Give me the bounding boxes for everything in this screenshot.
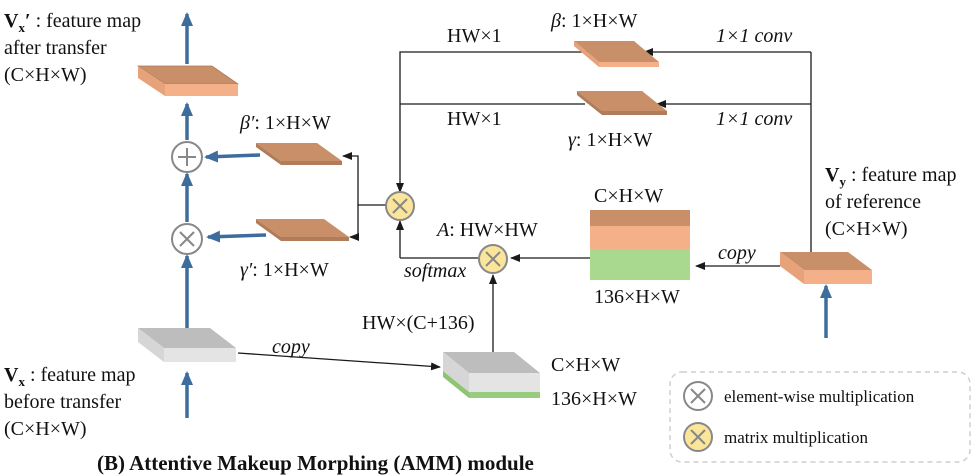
vy-label-line3: (C×H×W) [825, 218, 908, 240]
gamma-label: γ: 1×H×W [568, 129, 652, 151]
bottom-green-label: 136×H×W [551, 388, 637, 410]
vy-concat-stack [590, 210, 690, 280]
conv-top-label: 1×1 conv [716, 25, 792, 47]
gamma-map [577, 91, 667, 115]
vx-label-line3: (C×H×W) [4, 418, 87, 440]
matmul-to-beta-prime-arrow [342, 152, 386, 206]
vx-label-line2: before transfer [4, 391, 121, 413]
vy-feature-map [780, 252, 872, 284]
vx-feature-map [138, 328, 236, 362]
beta-prime-map [256, 143, 342, 165]
legend-element-wise-label: element-wise multiplication [724, 387, 915, 406]
gamma-prime-map [256, 219, 349, 241]
right-green-label: 136×H×W [594, 286, 680, 308]
element-mult-operator [171, 223, 203, 255]
vx-prime-feature-map [136, 65, 240, 96]
figure-title: (B) Attentive Makeup Morphing (AMM) modu… [97, 451, 534, 475]
hw1-top-label: HW×1 [447, 25, 502, 47]
vx-label: Vx : feature map [4, 364, 135, 389]
legend: element-wise multiplication matrix multi… [669, 371, 971, 463]
beta-label: β: 1×H×W [550, 10, 638, 32]
right-chw-label: C×H×W [594, 185, 663, 207]
vx-prime-label-line2: after transfer [4, 37, 107, 59]
hw1-mid-label: HW×1 [447, 108, 502, 130]
hwc136-label: HW×(C+136) [362, 312, 475, 334]
matrix-mult-operator-upper [385, 191, 415, 221]
copy-right-label: copy [718, 242, 756, 264]
beta-prime-label: β′: 1×H×W [239, 112, 331, 134]
matmul-to-gamma-prime-arrow [349, 205, 359, 241]
legend-box [669, 371, 971, 463]
softmax-label: softmax [404, 260, 466, 282]
beta-map [574, 41, 659, 67]
legend-element-wise-icon [683, 381, 713, 411]
vx-prime-label-line3: (C×H×W) [4, 64, 87, 86]
bottom-chw-label: C×H×W [551, 354, 620, 376]
gamma-prime-label: γ′: 1×H×W [240, 259, 329, 281]
blue-arrows [181, 12, 832, 418]
add-operator [171, 141, 203, 173]
gamma-prime-to-mult-arrow [206, 230, 267, 243]
beta-prime-to-add-arrow [204, 150, 261, 163]
beta-to-matmul-arrow [396, 51, 598, 193]
vy-label-line2: of reference [825, 191, 921, 213]
labels: Vx′ : feature map after transfer (C×H×W)… [4, 10, 956, 475]
connector-lines [237, 48, 812, 371]
vx-copy-arrow [237, 352, 441, 371]
conv-mid-label: 1×1 conv [716, 108, 792, 130]
legend-matrix-icon [683, 422, 713, 452]
copy-left-label: copy [272, 336, 310, 358]
matrix-mult-operator-lower [478, 244, 508, 274]
a-label: A: HW×HW [435, 219, 538, 241]
vy-label: Vy : feature map [825, 164, 956, 189]
legend-matrix-label: matrix multiplication [724, 428, 869, 447]
vx-prime-label: Vx′ : feature map [4, 10, 141, 35]
vx-concat-stack [443, 352, 540, 398]
